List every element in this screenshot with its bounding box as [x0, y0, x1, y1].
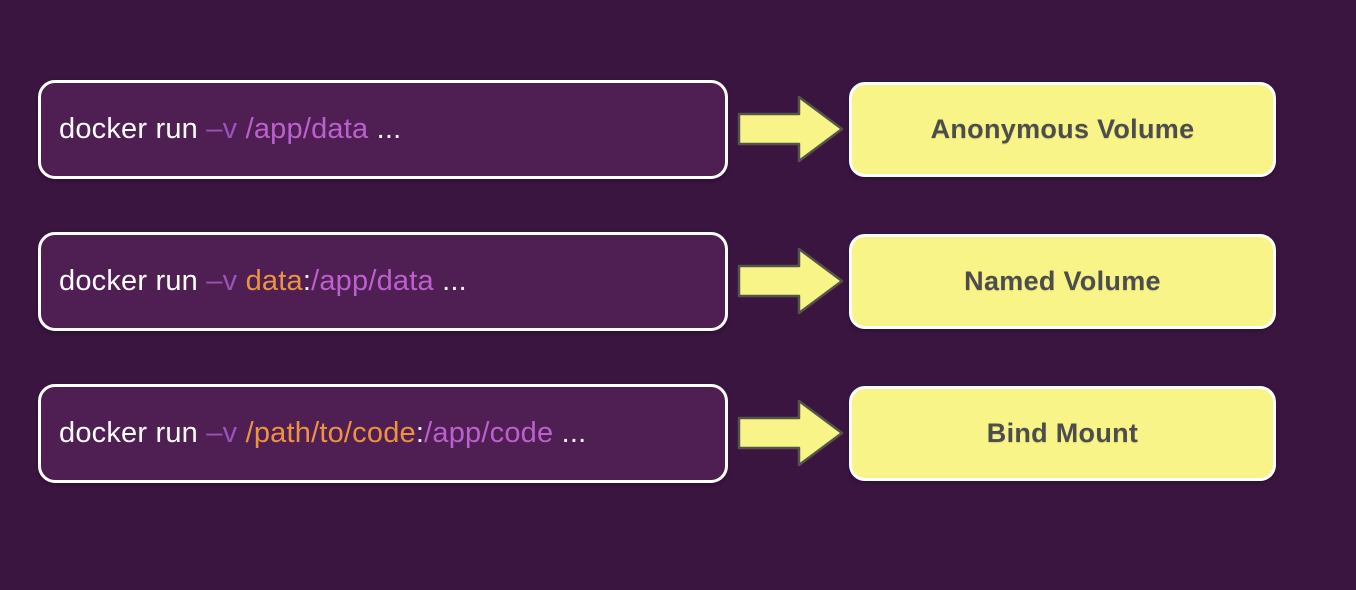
diagram-row-anonymous-volume: docker run –v /app/data ... Anonymous Vo…: [38, 80, 1278, 179]
command-segment-colon: :: [302, 265, 312, 297]
command-segment: ...: [553, 417, 587, 449]
command-box: docker run –v data:/app/data ...: [38, 232, 728, 331]
result-box: Bind Mount: [849, 386, 1276, 481]
command-box: docker run –v /path/to/code:/app/code ..…: [38, 384, 728, 483]
command-segment: ...: [433, 265, 467, 297]
command-text: docker run –v /app/data ...: [59, 113, 401, 146]
command-segment-container-path: /app/code: [424, 417, 554, 449]
command-segment-host-path: /path/to/code: [245, 417, 416, 449]
command-segment-flag: –v: [206, 113, 246, 145]
command-segment: docker run: [59, 417, 207, 449]
command-segment-volume-name: data: [245, 265, 303, 297]
command-segment-flag: –v: [206, 265, 246, 297]
command-box: docker run –v /app/data ...: [38, 80, 728, 179]
command-segment-container-path: /app/data: [245, 113, 369, 145]
right-arrow-icon: [737, 399, 844, 467]
command-text: docker run –v /path/to/code:/app/code ..…: [59, 417, 586, 450]
command-segment-container-path: /app/data: [311, 265, 434, 297]
right-arrow-icon: [737, 247, 844, 315]
result-box: Named Volume: [849, 234, 1276, 329]
command-segment: docker run: [59, 113, 207, 145]
right-arrow-icon: [737, 95, 844, 163]
result-label: Anonymous Volume: [930, 114, 1195, 144]
result-box: Anonymous Volume: [849, 82, 1276, 177]
command-segment-colon: :: [415, 417, 425, 449]
diagram-row-bind-mount: docker run –v /path/to/code:/app/code ..…: [38, 384, 1278, 483]
command-text: docker run –v data:/app/data ...: [59, 265, 467, 298]
diagram-row-named-volume: docker run –v data:/app/data ... Named V…: [38, 232, 1278, 331]
command-segment: docker run: [59, 265, 207, 297]
command-segment: ...: [368, 113, 402, 145]
result-label: Named Volume: [964, 266, 1161, 296]
result-label: Bind Mount: [986, 418, 1139, 448]
command-segment-flag: –v: [206, 417, 246, 449]
